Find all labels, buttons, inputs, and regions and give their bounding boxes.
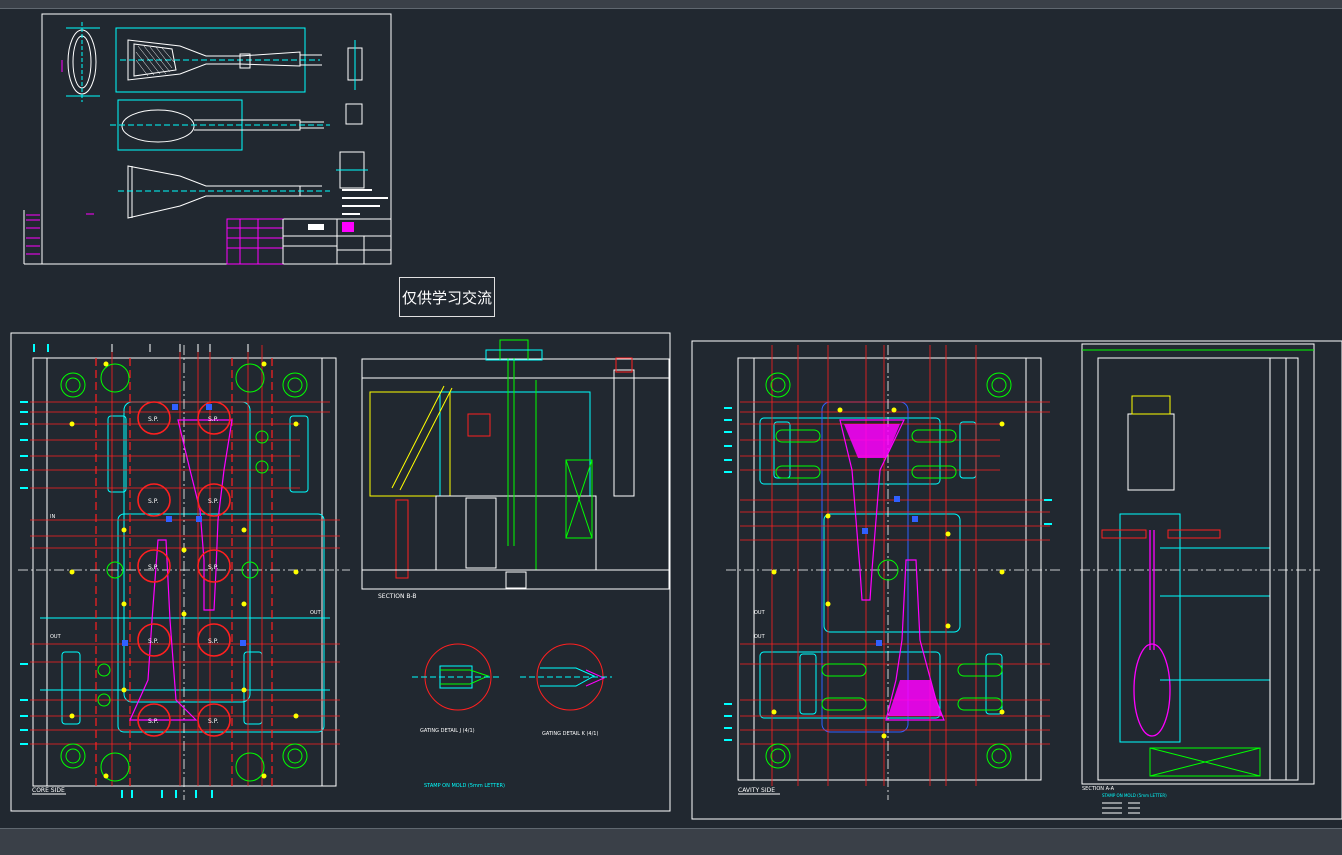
bottom-status-strip — [0, 828, 1342, 855]
sp-label: S.P. — [148, 416, 158, 423]
core-plan-red-leaders — [30, 345, 340, 786]
part-drawing-sheet — [23, 13, 392, 265]
core-plan-cavity — [129, 419, 233, 721]
core-plan-cooling — [122, 404, 246, 646]
core-side-sheet-frame — [10, 332, 671, 812]
cavity-plan-pins — [771, 407, 1005, 739]
section-aa-title: SECTION A-A — [1082, 786, 1115, 792]
gating-detail-k — [520, 643, 612, 711]
gating-detail-j-label: GATING DETAIL J (4/1) — [420, 728, 475, 734]
cavity-plan-centerlines — [726, 345, 1320, 800]
part-view-top-hatch — [135, 45, 175, 77]
sp-label: S.P. — [208, 638, 218, 645]
section-bb-title: SECTION B-B — [378, 593, 417, 600]
sp-label: S.P. — [208, 564, 218, 571]
cavity-plan-part — [839, 419, 945, 721]
cavity-plan-ticks — [724, 407, 1052, 741]
cavity-plan-cooling — [862, 496, 918, 646]
cavity-plan-guide-pillars — [765, 372, 1012, 769]
core-plan-sp-labels: S.P. S.P. S.P. S.P. S.P. S.P. S.P. S.P. … — [148, 416, 218, 725]
core-plan-sp-circles — [137, 401, 231, 737]
part-view-top — [115, 27, 322, 93]
core-plan-left-ticks — [20, 344, 213, 798]
part-view-bottom — [118, 165, 330, 219]
part-notes — [342, 189, 388, 215]
core-plan-in-out-labels: IN OUT OUT — [50, 514, 322, 640]
cad-drawing-canvas[interactable]: S.P. S.P. S.P. S.P. S.P. S.P. S.P. S.P. … — [0, 9, 1342, 827]
sp-label: S.P. — [208, 416, 218, 423]
core-plan-guide-pillars — [60, 363, 308, 782]
top-toolbar-strip — [0, 0, 1342, 9]
cavity-plan-part-fill — [844, 424, 942, 716]
sp-label: S.P. — [148, 564, 158, 571]
part-drawing-magenta-marks — [26, 60, 94, 255]
gating-detail-k-label: GATING DETAIL K (4/1) — [542, 731, 598, 737]
stamp-note: STAMP ON MOLD (5mm LETTER) — [424, 783, 505, 789]
core-side-title: CORE SIDE — [32, 787, 65, 794]
cavity-plan-in-out-labels: OUT OUT — [754, 610, 766, 640]
out-label: OUT — [754, 634, 766, 640]
cavity-plan-cyan — [759, 401, 1003, 733]
cavity-side-sheet-frame — [691, 340, 1342, 820]
section-bb-view — [361, 339, 670, 590]
out-label: OUT — [754, 610, 766, 616]
sp-label: S.P. — [208, 498, 218, 505]
sp-label: S.P. — [148, 498, 158, 505]
section-aa-view — [1082, 349, 1314, 780]
sp-label: S.P. — [148, 638, 158, 645]
part-view-middle — [110, 99, 330, 151]
watermark-label: 仅供学习交流 — [399, 277, 495, 317]
out-label: OUT — [310, 610, 322, 616]
section-aa-note-bars — [1102, 802, 1140, 814]
stamp-note-right: STAMP ON MOLD (5mm LETTER) — [1102, 793, 1167, 798]
part-view-end-left — [66, 22, 100, 102]
core-plan-ejector-pins — [69, 361, 299, 779]
cavity-plan-slots — [775, 429, 1003, 711]
core-plan-top-ticks — [111, 344, 249, 352]
title-block — [226, 218, 392, 265]
sp-label: S.P. — [208, 718, 218, 725]
gating-detail-j — [412, 643, 500, 711]
in-label: IN — [50, 514, 55, 520]
cavity-side-title: CAVITY SIDE — [738, 787, 775, 794]
out-label: OUT — [50, 634, 62, 640]
sp-label: S.P. — [148, 718, 158, 725]
part-view-right-small — [336, 40, 368, 189]
